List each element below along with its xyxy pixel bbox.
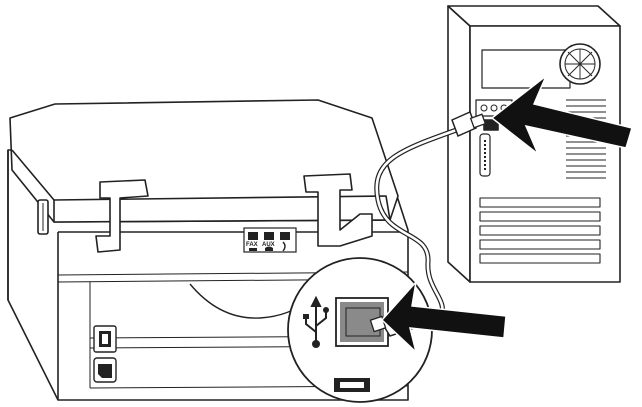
handset-port [280,232,290,252]
aux-port: AUX [262,232,275,251]
power-switch-icon [93,325,117,353]
aux-port-label: AUX [262,242,275,248]
arrow-icon [380,279,507,355]
lid-hinge-right [303,173,373,247]
expansion-slots [479,197,601,264]
parallel-port [479,133,491,177]
power-socket-icon [93,357,117,383]
fax-port: FAX [246,232,258,251]
fax-icon [249,248,257,251]
line-ports-panel: FAX AUX [243,227,297,253]
lid-hinge-left [95,179,149,253]
phone-icon [265,246,273,251]
fax-port-label: FAX [246,242,258,248]
arrow-icon [490,75,633,155]
pc-usb-ports [483,119,499,131]
pc-tower [447,5,621,283]
fan-icon [559,43,601,85]
usb-icon [303,295,329,348]
usb-plug-pc [451,110,487,138]
